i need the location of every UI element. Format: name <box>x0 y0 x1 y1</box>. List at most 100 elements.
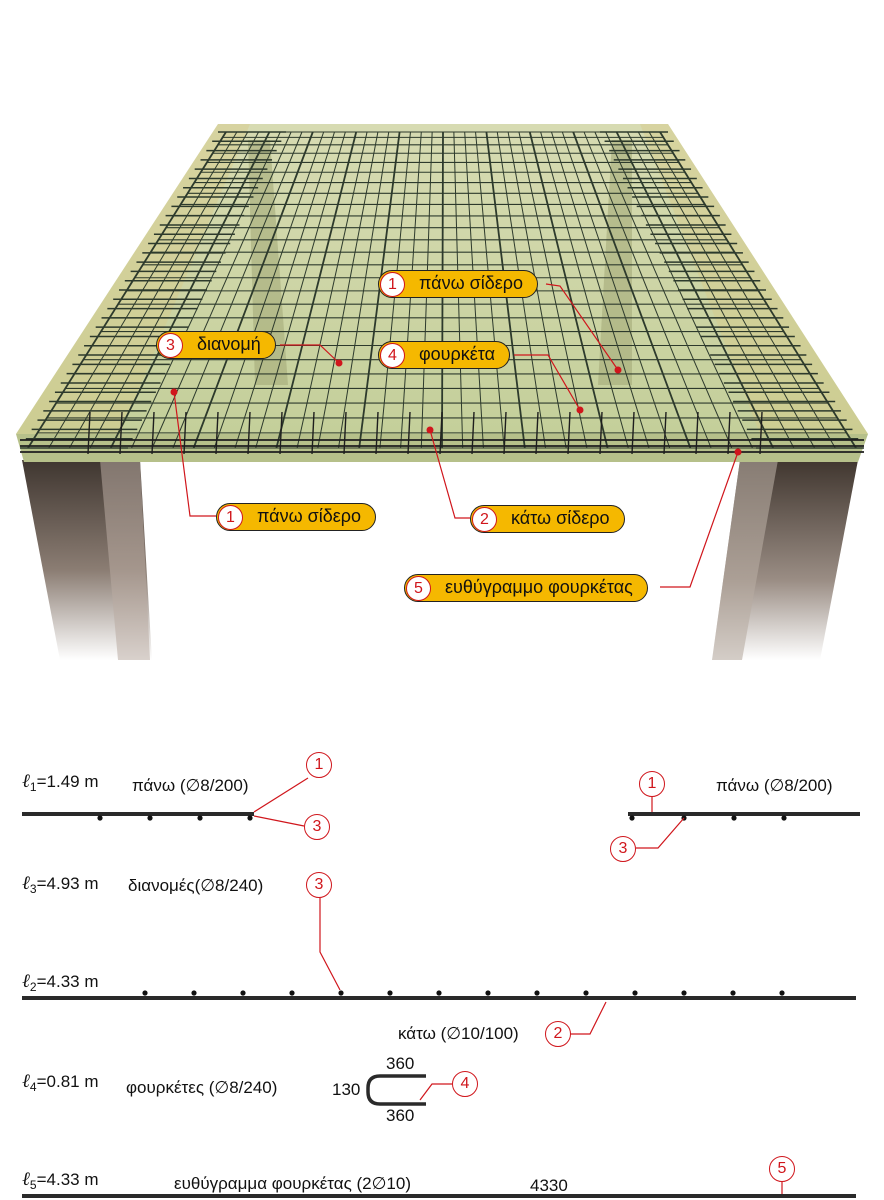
length-value: =4.93 m <box>36 874 99 893</box>
ell-symbol: ℓ <box>22 970 30 992</box>
hairpin-leg <box>663 411 667 455</box>
hairpin-leg <box>759 411 763 455</box>
dot-l2 <box>583 990 589 996</box>
bar-schedule <box>22 777 860 1198</box>
dim-l4-bottom: 360 <box>386 1106 415 1125</box>
bubble-l1-1: 1 <box>306 752 332 778</box>
rebar-longitudinal <box>528 131 609 449</box>
ell-symbol: ℓ <box>22 1070 30 1092</box>
hairpin-leg <box>695 411 699 455</box>
rebar-mesh <box>20 131 864 449</box>
callout-text: πάνω σίδερο <box>419 273 524 293</box>
rebar-longitudinal <box>275 131 358 449</box>
hairpin-leg <box>535 411 539 455</box>
schedule-leaders <box>253 777 783 1194</box>
leader-l3-3 <box>319 898 341 991</box>
length-value: =0.81 m <box>36 1072 99 1091</box>
dot-l2 <box>387 990 393 996</box>
ell-symbol: ℓ <box>22 872 30 894</box>
callout-number: 1 <box>218 505 243 530</box>
hairpin-leg <box>87 411 91 455</box>
rebar-longitudinal <box>213 131 325 449</box>
hairpin-leg <box>439 411 443 455</box>
rebar-longitudinal <box>234 131 335 449</box>
rebar-longitudinal <box>540 131 629 449</box>
length-l4: ℓ4=0.81 m <box>22 1070 99 1094</box>
distribution-dots-l1 <box>97 815 787 821</box>
leader-dot <box>614 366 622 374</box>
length-l5: ℓ5=4.33 m <box>22 1168 99 1192</box>
dot-l2 <box>289 990 295 996</box>
desc-l3: διανομές(∅8/240) <box>128 876 264 895</box>
bubble-l2-2: 2 <box>545 1021 571 1047</box>
bubble-l4-4: 4 <box>452 1071 478 1097</box>
hairpin-leg <box>151 411 155 455</box>
length-l2: ℓ2=4.33 m <box>22 970 99 994</box>
callout-number: 3 <box>158 333 183 358</box>
dot-l2 <box>730 990 736 996</box>
leader-lines <box>173 283 739 588</box>
hairpin-leg <box>567 411 571 455</box>
dot-left <box>247 815 253 821</box>
edge-rebars <box>20 411 864 455</box>
ell-subscript: 1 <box>29 780 37 794</box>
hairpin-leg <box>727 411 731 455</box>
callout-number: 2 <box>472 507 497 532</box>
callout-number: 5 <box>406 576 431 601</box>
rebar-longitudinal <box>572 131 692 449</box>
rebar-longitudinal <box>507 131 567 449</box>
distribution-dots-l2 <box>142 990 785 996</box>
dot-left <box>97 815 103 821</box>
callout-distribution: 3 διανομή <box>156 331 276 359</box>
bottom-bar <box>22 996 856 1000</box>
hairpin-leg <box>215 411 219 455</box>
rebar-longitudinal <box>561 131 671 449</box>
hairpin-leg <box>311 411 315 455</box>
dot-l2 <box>779 990 785 996</box>
leader-dot <box>576 406 584 414</box>
rebar-longitudinal <box>551 131 650 449</box>
leader-top-right <box>545 283 619 371</box>
rebar-longitudinal <box>192 131 314 449</box>
ell-symbol: ℓ <box>22 770 30 792</box>
bubble-r1-3: 3 <box>610 836 636 862</box>
rebar-longitudinal <box>518 131 588 449</box>
length-value: =4.33 m <box>36 972 99 991</box>
leader-l2-2 <box>570 1001 607 1035</box>
leader-top-left <box>173 391 216 517</box>
callout-top-bar-left: 1 πάνω σίδερο <box>216 503 377 531</box>
dot-left <box>197 815 203 821</box>
bubble-r1-1: 1 <box>639 771 665 797</box>
ell-subscript: 5 <box>29 1178 37 1192</box>
hairpin-leg <box>375 411 379 455</box>
callout-number: 1 <box>380 272 405 297</box>
leader-l1-1 <box>253 777 309 813</box>
rebar-longitudinal <box>172 131 303 449</box>
dot-l2 <box>534 990 540 996</box>
hairpin-leg <box>247 411 251 455</box>
leader-r1-3 <box>636 817 685 849</box>
leader-dot <box>426 426 434 434</box>
bubble-l3-3: 3 <box>306 872 332 898</box>
hairpin-leg <box>119 411 123 455</box>
callout-top-bar-right: 1 πάνω σίδερο <box>378 270 539 298</box>
dot-right <box>731 815 737 821</box>
desc-l1-right: πάνω (∅8/200) <box>716 776 833 795</box>
leader-bottom <box>429 429 470 519</box>
leader-dot <box>170 388 178 396</box>
dot-l2 <box>632 990 638 996</box>
rebar-longitudinal <box>317 131 379 449</box>
leader-dots <box>170 359 742 456</box>
dot-l2 <box>436 990 442 996</box>
hairpin-leg <box>183 411 187 455</box>
rebar-longitudinal <box>255 131 346 449</box>
leader-dot <box>734 448 742 456</box>
ell-subscript: 3 <box>29 882 37 896</box>
rebar-longitudinal <box>151 131 292 449</box>
support-beam-right <box>598 140 632 385</box>
top-bar-right <box>628 812 860 816</box>
bubble-l1-3: 3 <box>304 814 330 840</box>
callout-bottom-bar: 2 κάτω σίδερο <box>470 505 625 533</box>
top-bar-left <box>22 812 254 816</box>
